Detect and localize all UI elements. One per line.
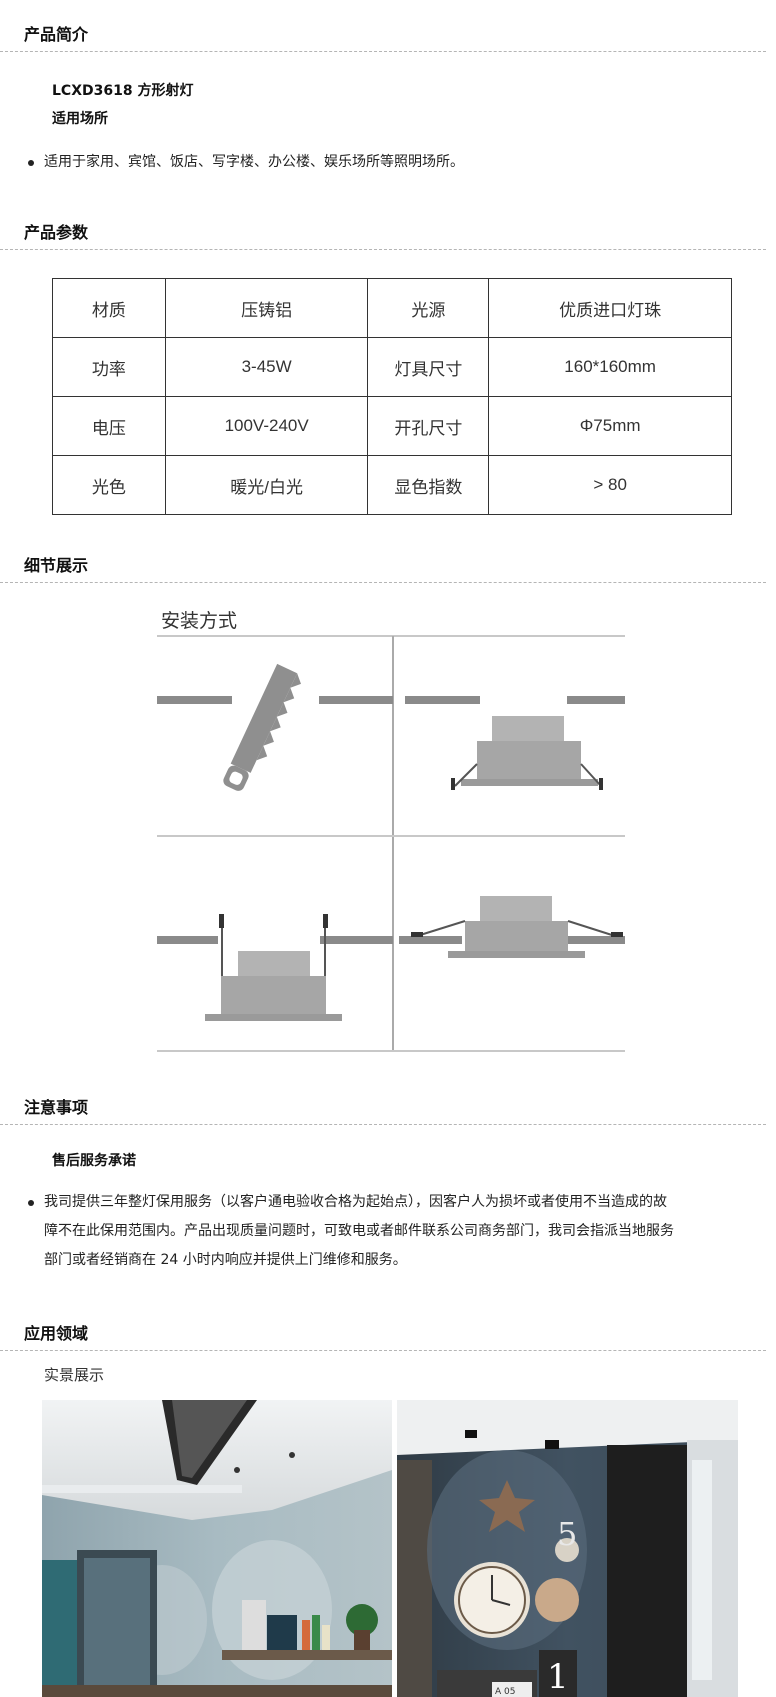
spec-label: 材质 <box>52 278 166 338</box>
scene-photo-right: 5 1 A 05 <box>397 1400 738 1697</box>
intro-bullet: 适用于家用、宾馆、饭店、写字楼、办公楼、娱乐场所等照明场所。 <box>22 148 762 177</box>
clock-wall-image: 5 1 A 05 <box>397 1400 738 1697</box>
living-room-image <box>42 1400 392 1697</box>
label-a05: A 05 <box>495 1687 515 1697</box>
section-title-details: 细节展示 <box>0 553 766 583</box>
step1-cut-hole <box>157 663 393 791</box>
spec-value: 100V-240V <box>164 396 369 456</box>
product-name: LCXD3618 方形射灯 <box>52 83 194 99</box>
spec-label: 光源 <box>367 278 490 338</box>
application-subheading: 实景展示 <box>44 1366 105 1384</box>
bullet-dot <box>28 160 34 166</box>
scene-photo-left <box>42 1400 392 1697</box>
number-5: 5 <box>557 1515 577 1553</box>
notes-subheading: 售后服务承诺 <box>52 1153 136 1169</box>
table-row: 材质 压铸铝 光源 优质进口灯珠 <box>52 278 732 338</box>
spec-label: 显色指数 <box>367 455 490 515</box>
installation-diagram: 安装方式 <box>155 596 635 1072</box>
spec-value: 160*160mm <box>488 337 732 397</box>
spec-table: 材质 压铸铝 光源 优质进口灯珠 功率 3-45W 灯具尺寸 160*160mm… <box>52 278 732 515</box>
notes-line-2: 障不在此保用范围内。产品出现质量问题时，可致电或者邮件联系公司商务部门，我司会指… <box>44 1223 674 1239</box>
table-row: 电压 100V-240V 开孔尺寸 Φ75mm <box>52 396 732 456</box>
bullet-dot <box>28 1200 34 1206</box>
spec-value: 3-45W <box>164 337 369 397</box>
spec-label: 灯具尺寸 <box>367 337 490 397</box>
section-title-application: 应用领域 <box>0 1321 766 1351</box>
spec-value: 压铸铝 <box>164 278 369 338</box>
installation-steps-graphic <box>157 635 625 1052</box>
spec-value: 优质进口灯珠 <box>488 278 732 338</box>
spec-label: 开孔尺寸 <box>367 396 490 456</box>
step3-insert-fixture <box>157 914 393 1021</box>
install-title: 安装方式 <box>161 611 238 632</box>
spec-value: Φ75mm <box>488 396 732 456</box>
intro-bullet-text: 适用于家用、宾馆、饭店、写字楼、办公楼、娱乐场所等照明场所。 <box>44 154 464 170</box>
section-title-intro: 产品简介 <box>0 22 766 52</box>
table-row: 功率 3-45W 灯具尺寸 160*160mm <box>52 337 732 397</box>
intro-subheading: 适用场所 <box>52 111 108 127</box>
spec-value: 暖光/白光 <box>164 455 369 515</box>
notes-line-1: 我司提供三年整灯保用服务（以客户通电验收合格为起始点），因客户人为损坏或者使用不… <box>44 1194 667 1210</box>
step4-fixture-installed <box>399 896 625 958</box>
notes-bullet: 我司提供三年整灯保用服务（以客户通电验收合格为起始点），因客户人为损坏或者使用不… <box>22 1188 762 1275</box>
notes-line-3: 部门或者经销商在 24 小时内响应并提供上门维修和服务。 <box>44 1252 407 1268</box>
step2-prepare-springs <box>405 696 625 790</box>
spec-value: > 80 <box>488 455 732 515</box>
spec-label: 功率 <box>52 337 166 397</box>
spec-label: 电压 <box>52 396 166 456</box>
section-title-notes: 注意事项 <box>0 1095 766 1125</box>
spec-label: 光色 <box>52 455 166 515</box>
number-1: 1 <box>547 1657 569 1697</box>
section-title-params: 产品参数 <box>0 220 766 250</box>
table-row: 光色 暖光/白光 显色指数 > 80 <box>52 455 732 515</box>
